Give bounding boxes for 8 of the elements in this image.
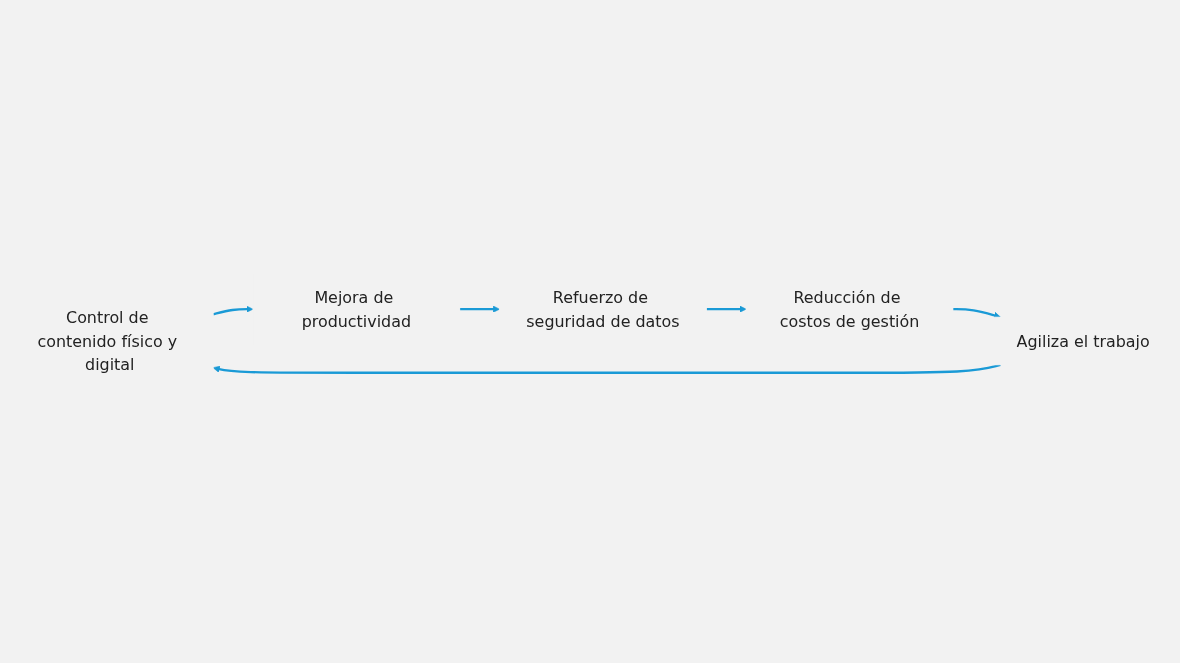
arrow bbox=[459, 306, 500, 314]
node-text: Reducción de costos de gestión bbox=[779, 288, 920, 332]
node-text: Control de contenido físico y digital bbox=[37, 308, 178, 375]
node-text: Refuerzo de seguridad de datos bbox=[526, 288, 680, 332]
arrow bbox=[212, 306, 254, 316]
node-text: Agiliza el trabajo bbox=[1016, 331, 1150, 351]
node-text: Mejora de productividad bbox=[301, 288, 412, 332]
arrow bbox=[706, 306, 747, 314]
